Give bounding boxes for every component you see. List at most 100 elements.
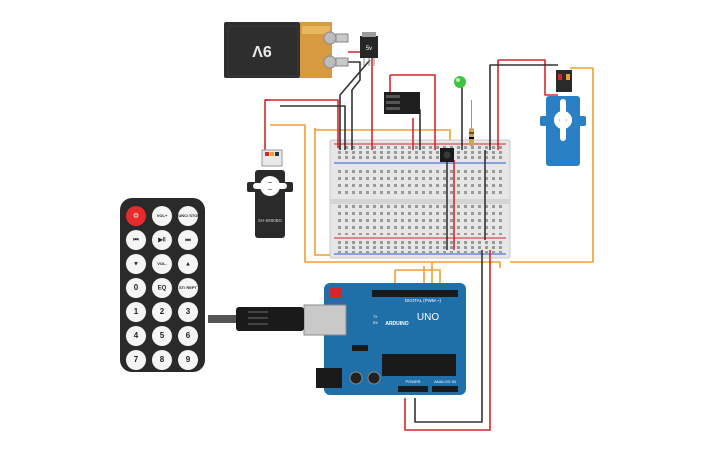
usb-cable[interactable] bbox=[208, 307, 304, 331]
remote-button-face bbox=[126, 230, 146, 250]
arduino-uno[interactable]: DIGITAL (PWM ~) ARDUINO UNO TX RX POWER … bbox=[303, 283, 466, 395]
remote-button-face bbox=[126, 302, 146, 322]
wire-black-6[interactable] bbox=[489, 64, 558, 150]
remote-button-label: ⏻ bbox=[134, 213, 139, 220]
arduino-digital-label: DIGITAL (PWM ~) bbox=[405, 298, 442, 303]
remote-button-face bbox=[126, 206, 146, 226]
ir-receiver[interactable] bbox=[440, 148, 454, 162]
led-green[interactable] bbox=[454, 76, 466, 88]
remote-button-3-0[interactable]: 0 bbox=[126, 278, 146, 298]
wire-red-2[interactable] bbox=[265, 99, 339, 148]
servo-left[interactable]: SH-5890BG bbox=[247, 149, 293, 238]
resistor[interactable] bbox=[469, 100, 474, 146]
arduino-power-label: POWER bbox=[405, 379, 420, 384]
regulator-label: 5v bbox=[366, 46, 372, 52]
wire-red-4[interactable] bbox=[390, 74, 436, 150]
wire-red-9[interactable] bbox=[498, 59, 558, 96]
remote-button-2-2[interactable]: ▲ bbox=[178, 254, 198, 274]
wire-orange-3[interactable] bbox=[314, 128, 330, 256]
remote-button-label: FUNC/ STOP bbox=[176, 213, 200, 218]
remote-button-face bbox=[178, 254, 198, 274]
remote-button-4-1[interactable]: 2 bbox=[152, 302, 172, 322]
remote-button-6-0[interactable]: 7 bbox=[126, 350, 146, 370]
remote-button-label: VOL+ bbox=[157, 213, 168, 218]
wire-orange-2[interactable] bbox=[314, 128, 451, 140]
remote-button-label: VOL- bbox=[157, 261, 167, 266]
remote-button-3-2[interactable]: ST/ REPT bbox=[178, 278, 198, 298]
remote-button-label: ▲ bbox=[185, 262, 191, 268]
remote-button-label: 3 bbox=[186, 307, 191, 316]
wire-red-1[interactable] bbox=[264, 99, 270, 150]
remote-button-label: 6 bbox=[186, 331, 191, 340]
remote-button-6-2[interactable]: 9 bbox=[178, 350, 198, 370]
remote-button-0-0[interactable]: ⏻ bbox=[126, 206, 146, 226]
remote-button-grid: ⏻ VOL+ FUNC/ STOP ⏮ ▶‖ ⏭ ▼ VOL- ▲ 0 EQ ST/ REPT 1 2 3 4… bbox=[126, 206, 200, 370]
remote-button-face bbox=[178, 326, 198, 346]
remote-button-label: 1 bbox=[134, 307, 139, 316]
remote-button-label: ▶‖ bbox=[157, 237, 166, 244]
battery-9v[interactable]: 9V bbox=[224, 22, 349, 78]
wire-orange-4[interactable] bbox=[510, 68, 594, 263]
arduino-tx-label: TX bbox=[373, 315, 378, 319]
remote-button-face bbox=[178, 302, 198, 322]
wire-black-3[interactable] bbox=[339, 59, 371, 150]
arduino-analog-label: ANALOG IN bbox=[434, 379, 456, 384]
remote-button-1-1[interactable]: ▶‖ bbox=[152, 230, 172, 250]
ir-remote[interactable]: ⏻ VOL+ FUNC/ STOP ⏮ ▶‖ ⏭ ▼ VOL- ▲ 0 EQ ST/ REPT 1 2 3 4… bbox=[120, 198, 205, 372]
arduino-rx-label: RX bbox=[373, 321, 379, 325]
remote-button-face bbox=[152, 278, 172, 298]
remote-button-label: 5 bbox=[160, 331, 165, 340]
voltage-regulator[interactable]: 5v bbox=[360, 32, 378, 66]
relay-module[interactable] bbox=[384, 92, 420, 114]
remote-button-face bbox=[178, 350, 198, 370]
servo-right[interactable] bbox=[540, 70, 586, 166]
servo-left-label: SH-5890BG bbox=[258, 218, 283, 223]
remote-button-2-0[interactable]: ▼ bbox=[126, 254, 146, 274]
remote-button-4-0[interactable]: 1 bbox=[126, 302, 146, 322]
remote-button-face bbox=[152, 302, 172, 322]
remote-button-5-0[interactable]: 4 bbox=[126, 326, 146, 346]
battery-label: 9V bbox=[252, 42, 272, 59]
remote-button-face bbox=[152, 326, 172, 346]
arduino-brand: ARDUINO bbox=[385, 321, 408, 327]
remote-button-label: 7 bbox=[134, 355, 139, 364]
remote-button-label: ST/ REPT bbox=[179, 285, 198, 290]
remote-button-0-2[interactable]: FUNC/ STOP bbox=[176, 206, 200, 226]
remote-button-face bbox=[152, 350, 172, 370]
wire-orange-1[interactable] bbox=[270, 124, 501, 268]
remote-button-2-1[interactable]: VOL- bbox=[152, 254, 172, 274]
remote-button-face bbox=[178, 206, 198, 226]
remote-button-label: 0 bbox=[134, 283, 139, 292]
remote-button-face bbox=[126, 278, 146, 298]
breadboard bbox=[329, 139, 511, 259]
wire-red-10[interactable] bbox=[404, 250, 491, 431]
remote-button-0-1[interactable]: VOL+ bbox=[152, 206, 172, 226]
wire-black-9[interactable] bbox=[414, 250, 483, 423]
wire-black-2[interactable] bbox=[348, 61, 361, 150]
remote-button-1-0[interactable]: ⏮ bbox=[126, 230, 146, 250]
remote-button-label: 9 bbox=[186, 355, 191, 364]
remote-button-4-2[interactable]: 3 bbox=[178, 302, 198, 322]
remote-button-face bbox=[126, 350, 146, 370]
remote-button-1-2[interactable]: ⏭ bbox=[178, 230, 198, 250]
arduino-model: UNO bbox=[417, 312, 439, 323]
remote-button-face bbox=[178, 230, 198, 250]
remote-button-face bbox=[126, 326, 146, 346]
remote-button-label: ⏮ bbox=[133, 238, 139, 244]
wire-black-1[interactable] bbox=[280, 105, 346, 150]
wires bbox=[264, 51, 594, 431]
remote-button-5-1[interactable]: 5 bbox=[152, 326, 172, 346]
remote-button-5-2[interactable]: 6 bbox=[178, 326, 198, 346]
remote-button-label: 2 bbox=[160, 307, 165, 316]
remote-button-label: 4 bbox=[134, 331, 139, 340]
remote-button-6-1[interactable]: 8 bbox=[152, 350, 172, 370]
remote-button-label: EQ bbox=[158, 286, 167, 292]
remote-button-face bbox=[178, 278, 198, 298]
remote-button-label: ▼ bbox=[133, 262, 139, 268]
remote-button-face bbox=[152, 254, 172, 274]
remote-button-face bbox=[152, 206, 172, 226]
remote-button-3-1[interactable]: EQ bbox=[152, 278, 172, 298]
remote-button-face bbox=[126, 254, 146, 274]
wire-orange-7[interactable] bbox=[395, 269, 441, 288]
